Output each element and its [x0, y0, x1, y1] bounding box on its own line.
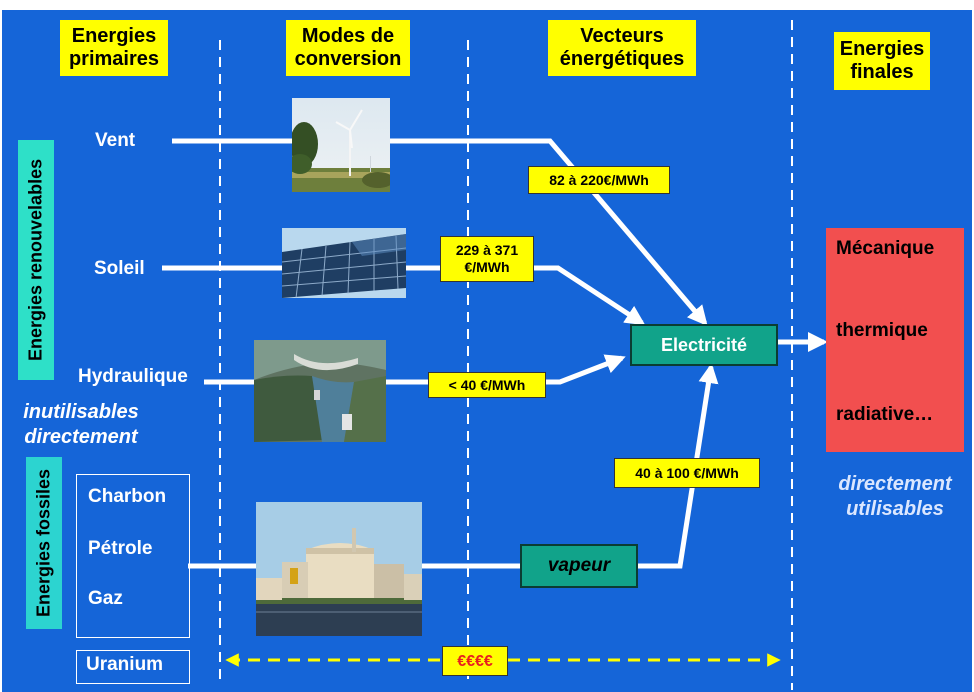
- renewables-label: Energies renouvelables: [18, 140, 54, 380]
- electricity-box: Electricité: [630, 324, 778, 366]
- nuclear-plant-photo: [256, 502, 422, 636]
- source-wind: Vent: [95, 130, 136, 151]
- header-primary-energies: Energies primaires: [60, 20, 168, 76]
- note-usable-line-2: utilisables: [846, 498, 944, 520]
- fossils-label: Energies fossiles: [26, 457, 62, 629]
- solar-panel-photo: [282, 228, 406, 298]
- price-wind: 82 à 220€/MWh: [528, 166, 670, 194]
- price-hydro: < 40 €/MWh: [428, 372, 546, 398]
- final-radiative: radiative…: [836, 404, 934, 425]
- final-mechanical: Mécanique: [836, 238, 935, 259]
- uranium-box: [76, 650, 190, 684]
- note-usable-line-1: directement: [838, 473, 952, 495]
- price-thermal: 40 à 100 €/MWh: [614, 458, 760, 488]
- header-final-energies: Energies finales: [834, 32, 930, 90]
- cost-label: €€€€: [442, 646, 508, 676]
- note-not-directly-usable: inutilisables directement: [10, 400, 152, 450]
- note-line-1: inutilisables: [23, 401, 139, 423]
- fossil-sources-box: [76, 474, 190, 638]
- final-energies-box: [826, 228, 964, 452]
- header-conversion-modes: Modes de conversion: [286, 20, 410, 76]
- source-hydro: Hydraulique: [78, 366, 188, 387]
- header-energy-vectors: Vecteurs énergétiques: [548, 20, 696, 76]
- price-solar: 229 à 371 €/MWh: [440, 236, 534, 282]
- steam-line: [636, 363, 719, 569]
- source-sun: Soleil: [94, 258, 145, 279]
- note-directly-usable: directement utilisables: [820, 472, 970, 522]
- dam-photo: [254, 340, 386, 442]
- wind-turbine-photo: [292, 98, 390, 192]
- source-uranium: Uranium: [86, 654, 164, 675]
- source-gas: Gaz: [88, 588, 123, 609]
- steam-box: vapeur: [520, 544, 638, 588]
- final-thermal: thermique: [836, 320, 928, 341]
- source-coal: Charbon: [88, 486, 167, 507]
- note-line-2: directement: [24, 426, 138, 448]
- column-separators: [219, 20, 793, 690]
- price-solar-line-1: 229 à 371: [455, 242, 519, 258]
- energy-diagram: Energies primaires Modes de conversion V…: [2, 10, 972, 692]
- source-oil: Pétrole: [88, 538, 153, 559]
- price-solar-line-2: €/MWh: [464, 259, 510, 275]
